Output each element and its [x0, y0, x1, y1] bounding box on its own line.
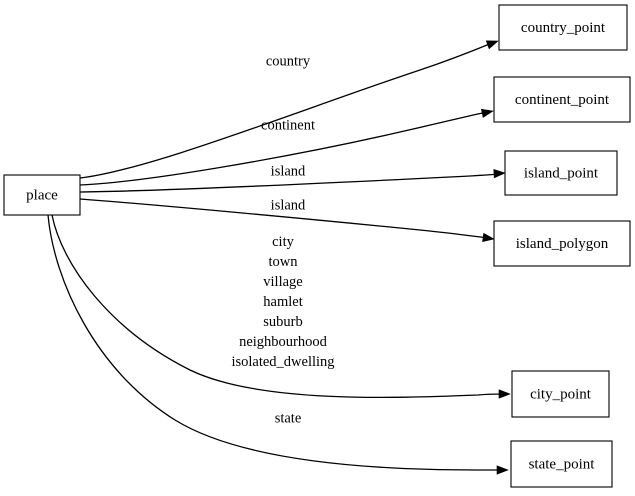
- nodes-layer: place country_point continent_point island_…: [3, 4, 631, 488]
- edge-place-to-island_point: [79, 168, 506, 193]
- node-island_point[interactable]: island_point: [504, 150, 618, 196]
- node-label: continent_point: [515, 92, 610, 108]
- edge-label-line: neighbourhood: [239, 334, 328, 350]
- edge-label-line: hamlet: [263, 294, 302, 310]
- node-place[interactable]: place: [3, 174, 81, 216]
- edge-line: [51, 214, 505, 399]
- edge-line: [79, 173, 500, 193]
- edge-label-state_point: state: [275, 410, 302, 426]
- edge-line: [47, 214, 502, 471]
- edge-label-line: village: [263, 274, 302, 290]
- edge-label-line: suburb: [263, 314, 302, 330]
- edge-line: [79, 42, 493, 179]
- edge-labels-layer: country continent island island city town vill…: [231, 53, 334, 426]
- edge-place-to-continent_point: [79, 108, 494, 186]
- arrowhead-icon: [498, 389, 511, 399]
- node-box[interactable]: [504, 150, 618, 196]
- arrowhead-icon: [493, 168, 506, 179]
- edges-layer: [47, 40, 511, 475]
- node-label: island_point: [524, 165, 599, 181]
- edge-label-line: city: [272, 234, 294, 250]
- edge-label-city_point: city town village hamlet suburb neighbourhood…: [231, 234, 334, 370]
- edge-label-line: town: [269, 254, 299, 270]
- arrowhead-icon: [485, 40, 499, 50]
- node-continent_point[interactable]: continent_point: [493, 76, 631, 123]
- node-city_point[interactable]: city_point: [511, 370, 610, 418]
- edge-label-island_point: island: [271, 163, 306, 179]
- node-island_polygon[interactable]: island_polygon: [493, 220, 631, 267]
- edge-label-country_point: country: [266, 53, 311, 69]
- node-box[interactable]: [493, 220, 631, 267]
- arrowhead-icon: [496, 465, 509, 475]
- node-label: island_polygon: [516, 236, 609, 252]
- edge-label-continent_point: continent: [261, 117, 315, 133]
- edge-place-to-state_point: [47, 214, 509, 475]
- edge-label-line: isolated_dwelling: [231, 354, 334, 370]
- node-label: place: [26, 187, 58, 203]
- node-box[interactable]: [511, 370, 610, 418]
- edge-line: [79, 111, 488, 186]
- node-box[interactable]: [498, 4, 628, 51]
- node-box[interactable]: [493, 76, 631, 123]
- edge-line: [79, 198, 489, 239]
- edge-label-island_polygon: island: [271, 197, 306, 213]
- edge-place-to-country_point: [79, 40, 499, 179]
- edge-place-to-city_point: [51, 214, 511, 399]
- node-label: country_point: [521, 20, 606, 36]
- edge-place-to-island_polygon: [79, 198, 495, 243]
- node-box[interactable]: [3, 174, 81, 216]
- node-country_point[interactable]: country_point: [498, 4, 628, 51]
- node-label: city_point: [530, 386, 592, 402]
- arrowhead-icon: [482, 232, 495, 243]
- node-box[interactable]: [510, 440, 613, 488]
- node-label: state_point: [529, 456, 596, 472]
- node-state_point[interactable]: state_point: [510, 440, 613, 488]
- arrowhead-icon: [480, 108, 494, 118]
